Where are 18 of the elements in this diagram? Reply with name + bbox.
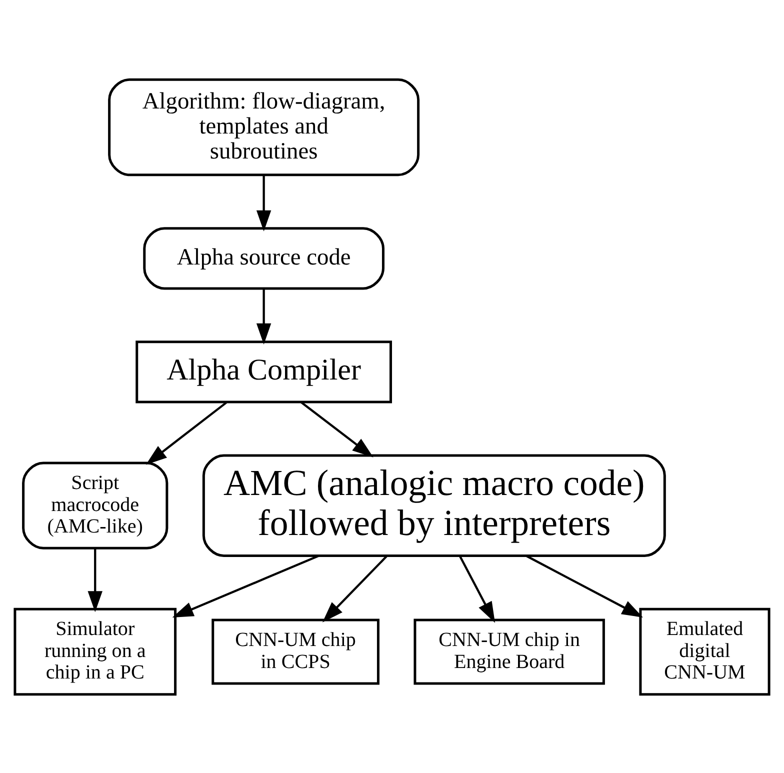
arrow [300, 400, 374, 457]
node-box: Alpha Compiler [136, 340, 392, 403]
node-box: CNN-UM chip in Engine Board [414, 618, 605, 684]
arrow [172, 554, 320, 618]
node-box: Emulated digital CNN-UM [639, 607, 770, 696]
node-box: Simulator running on a chip in a PC [14, 607, 177, 696]
arrow [459, 555, 496, 622]
arrow [146, 401, 228, 464]
node-box: CNN-UM chip in CCPS [212, 618, 380, 684]
arrow [256, 288, 272, 344]
arrow [88, 548, 102, 612]
arrow [322, 555, 388, 622]
arrow [526, 554, 643, 617]
node-box: AMC (analogic macro code) followed by interpreters [202, 454, 666, 556]
arrow [256, 174, 272, 231]
node-box: Script macrocode (AMC-like) [22, 461, 168, 549]
node-box: Alpha source code [143, 226, 384, 290]
node-box: Algorithm: flow-diagram, templates and subroutines [108, 78, 420, 176]
